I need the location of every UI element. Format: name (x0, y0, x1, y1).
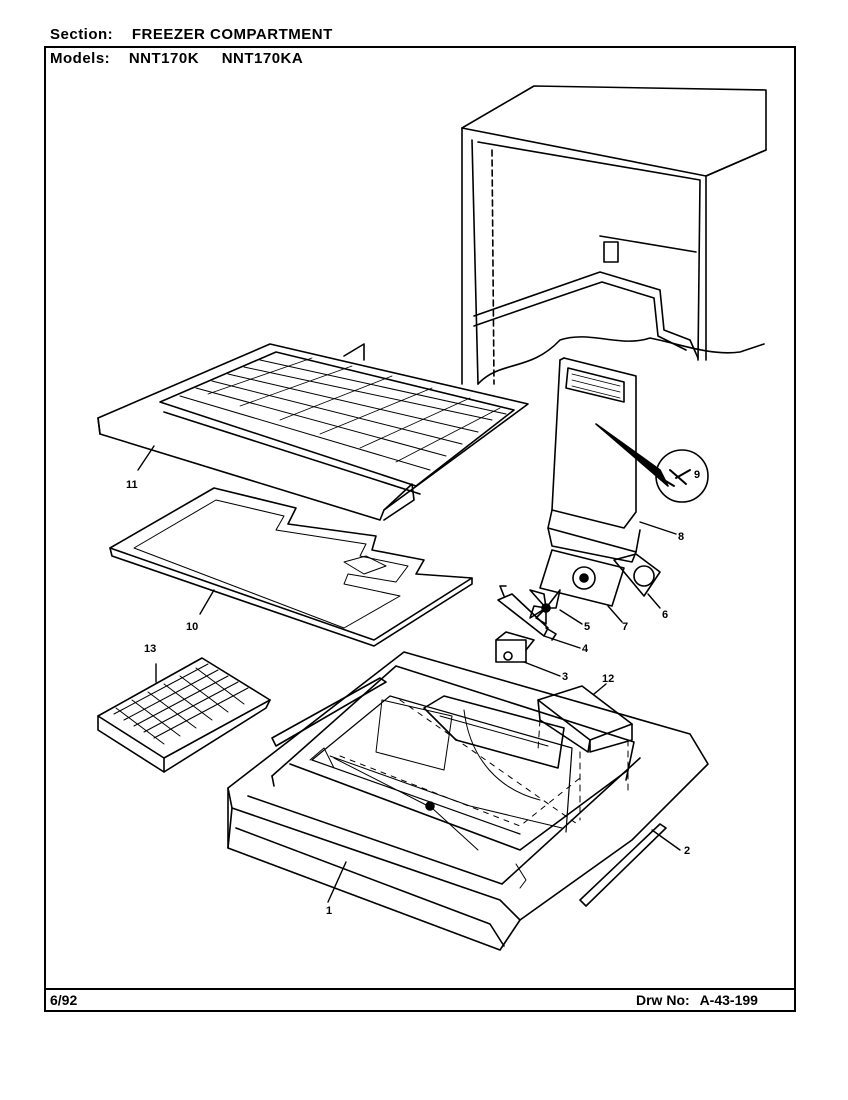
diagram-frame (44, 46, 796, 1012)
callout-11: 11 (126, 479, 138, 491)
section-header: Section: FREEZER COMPARTMENT (50, 26, 333, 43)
callout-1: 1 (326, 905, 332, 917)
fan-bracket-drawing (539, 549, 661, 607)
panel-drawing (109, 487, 473, 647)
callout-12: 12 (602, 673, 614, 685)
air-duct-drawing (537, 685, 633, 821)
callout-3: 3 (562, 671, 568, 683)
callout-10: 10 (186, 621, 198, 633)
model-number: NNT170K (128, 50, 200, 67)
models-label: Models: (50, 50, 111, 67)
leader-lines (137, 445, 681, 903)
callout-labels: 1 2 3 4 5 6 7 8 9 10 11 12 13 (126, 469, 700, 917)
footer-drawing-number: Drw No: A-43-199 (636, 992, 758, 1008)
freezer-cabinet-drawing (461, 85, 767, 385)
callout-9: 9 (694, 469, 700, 481)
drawing-number: A-43-199 (699, 992, 758, 1008)
footer-date: 6/92 (50, 992, 78, 1008)
callout-4: 4 (582, 643, 589, 655)
callout-7: 7 (622, 621, 628, 633)
shelf-drawing (97, 343, 529, 521)
callout-13: 13 (144, 643, 156, 655)
freezer-floor-drawing (227, 651, 709, 951)
models-header: Models: NNT170K NNT170KA (50, 50, 321, 67)
callout-5: 5 (584, 621, 590, 633)
ice-tray-drawing (97, 657, 271, 773)
model-number: NNT170KA (221, 50, 304, 67)
fan-motor-drawing (495, 585, 561, 663)
callout-6: 6 (662, 609, 668, 621)
rail-drawing (271, 677, 667, 907)
callout-2: 2 (684, 845, 690, 857)
callout-8: 8 (678, 531, 684, 543)
footer-divider (44, 988, 796, 990)
evaporator-cover-drawing (547, 357, 709, 563)
section-value: FREEZER COMPARTMENT (131, 26, 333, 43)
drawing-label: Drw No: (636, 992, 690, 1008)
exploded-parts-diagram: 1 2 3 4 5 6 7 8 9 10 11 12 13 (97, 85, 767, 951)
section-label: Section: (50, 26, 114, 43)
